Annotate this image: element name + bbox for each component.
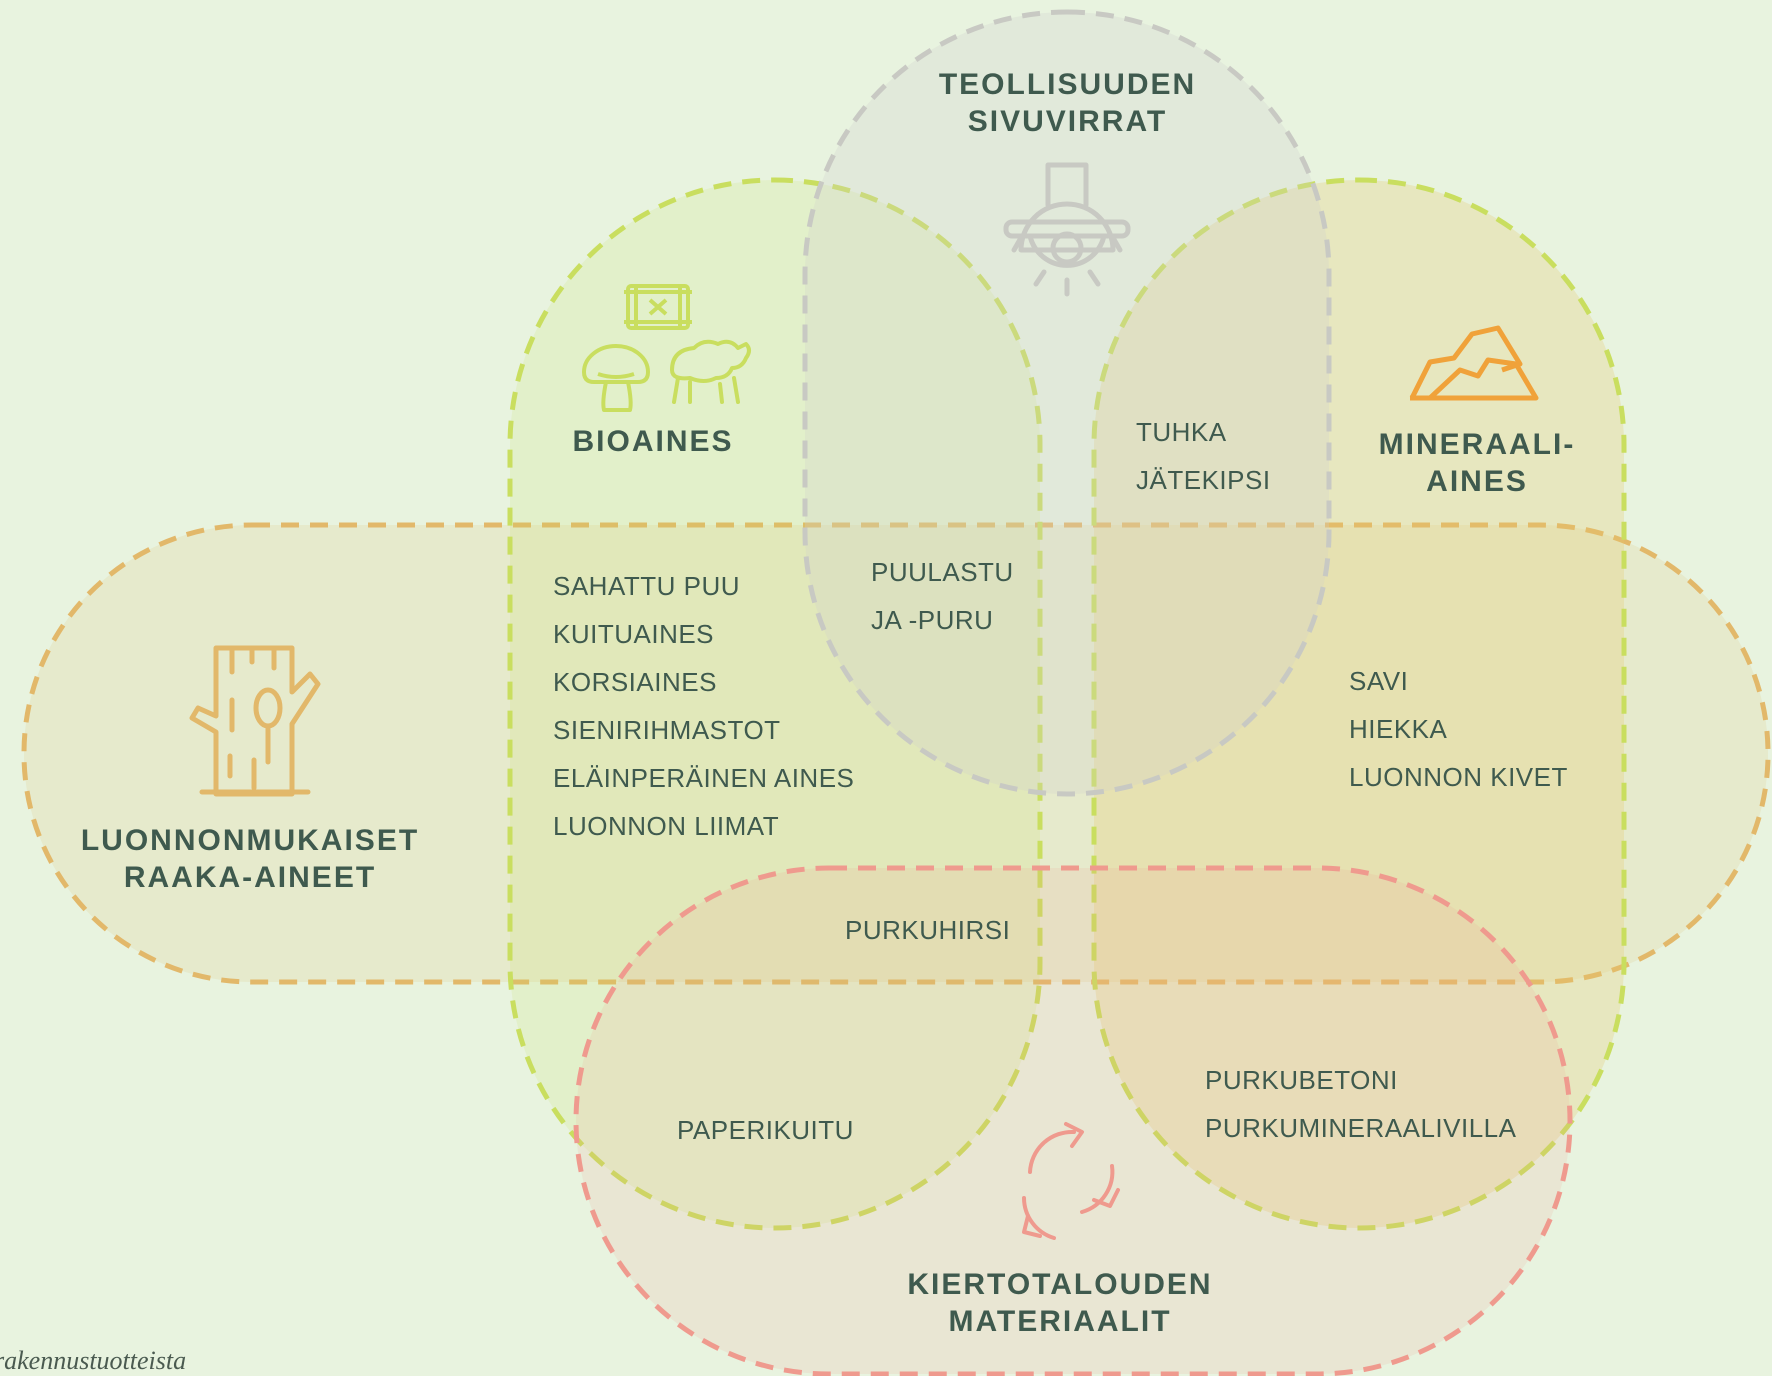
bio-natural-items: SAHATTU PUU KUITUAINES KORSIAINES SIENIR… [553,562,854,850]
bio-circular-items: PAPERIKUITU [677,1106,854,1154]
industry-region [802,9,1332,797]
natural-title-line-2: RAAKA-AINEET [123,861,377,894]
list-item: TUHKA [1136,417,1227,447]
mineral-title-line-2: AINES [1426,465,1528,498]
industry-title-line-2: SIVUVIRRAT [967,105,1168,138]
bio-region [507,177,1043,1231]
list-item: KORSIAINES [553,667,717,697]
industry-title: TEOLLISUUDEN SIVUVIRRAT [910,66,1225,140]
mineral-circular-items: PURKUBETONI PURKUMINERAALIVILLA [1205,1056,1516,1152]
natural-title-line-1: LUONNONMUKAISET [80,824,420,857]
caption-text: rakennustuotteista [0,1346,187,1375]
list-item: HIEKKA [1349,714,1448,744]
industry-title-line-1: TEOLLISUUDEN [938,68,1197,101]
bio-natural-circular-items: PURKUHIRSI [845,906,1010,954]
mineral-region [1091,177,1627,1231]
list-item: JA -PURU [871,605,994,635]
bio-title-line-1: BIOAINES [572,425,734,458]
circular-title-line-1: KIERTOTALOUDEN [907,1268,1213,1301]
list-item: ELÄINPERÄINEN AINES [553,763,855,793]
hay-bale-icon [624,284,692,330]
list-item: PAPERIKUITU [677,1115,854,1145]
list-item: KUITUAINES [553,619,715,649]
circular-title-line-2: MATERIAALIT [948,1305,1172,1338]
mineral-natural-items: SAVI HIEKKA LUONNON KIVET [1349,657,1568,801]
mushroom-icon [582,344,650,412]
mineral-title-line-1: MINERAALI- [1378,428,1576,461]
rocks-icon [1409,325,1539,401]
list-item: PURKUHIRSI [845,915,1011,945]
list-item: PURKUBETONI [1205,1065,1398,1095]
list-item: SAVI [1349,666,1409,696]
bio-industry-natural-items: PUULASTU JA -PURU [871,548,1014,644]
sheep-icon [670,339,751,404]
recycle-arrows-icon [1022,1122,1120,1240]
circular-region [573,865,1573,1376]
list-item: LUONNON LIIMAT [553,811,780,841]
natural-title: LUONNONMUKAISET RAAKA-AINEET [60,822,440,896]
bio-title: BIOAINES [540,423,766,460]
mineral-title: MINERAALI- AINES [1355,426,1599,500]
circular-title: KIERTOTALOUDEN MATERIAALIT [900,1266,1220,1340]
list-item: PUULASTU [871,557,1014,587]
tree-stump-icon [189,645,321,797]
list-item: LUONNON KIVET [1349,762,1568,792]
list-item: SAHATTU PUU [553,571,741,601]
industry-mineral-items: TUHKA JÄTEKIPSI [1136,408,1271,504]
hard-hat-gear-icon [1003,162,1131,297]
list-item: SIENIRIHMASTOT [553,715,781,745]
list-item: PURKUMINERAALIVILLA [1205,1113,1517,1143]
list-item: JÄTEKIPSI [1136,465,1271,495]
